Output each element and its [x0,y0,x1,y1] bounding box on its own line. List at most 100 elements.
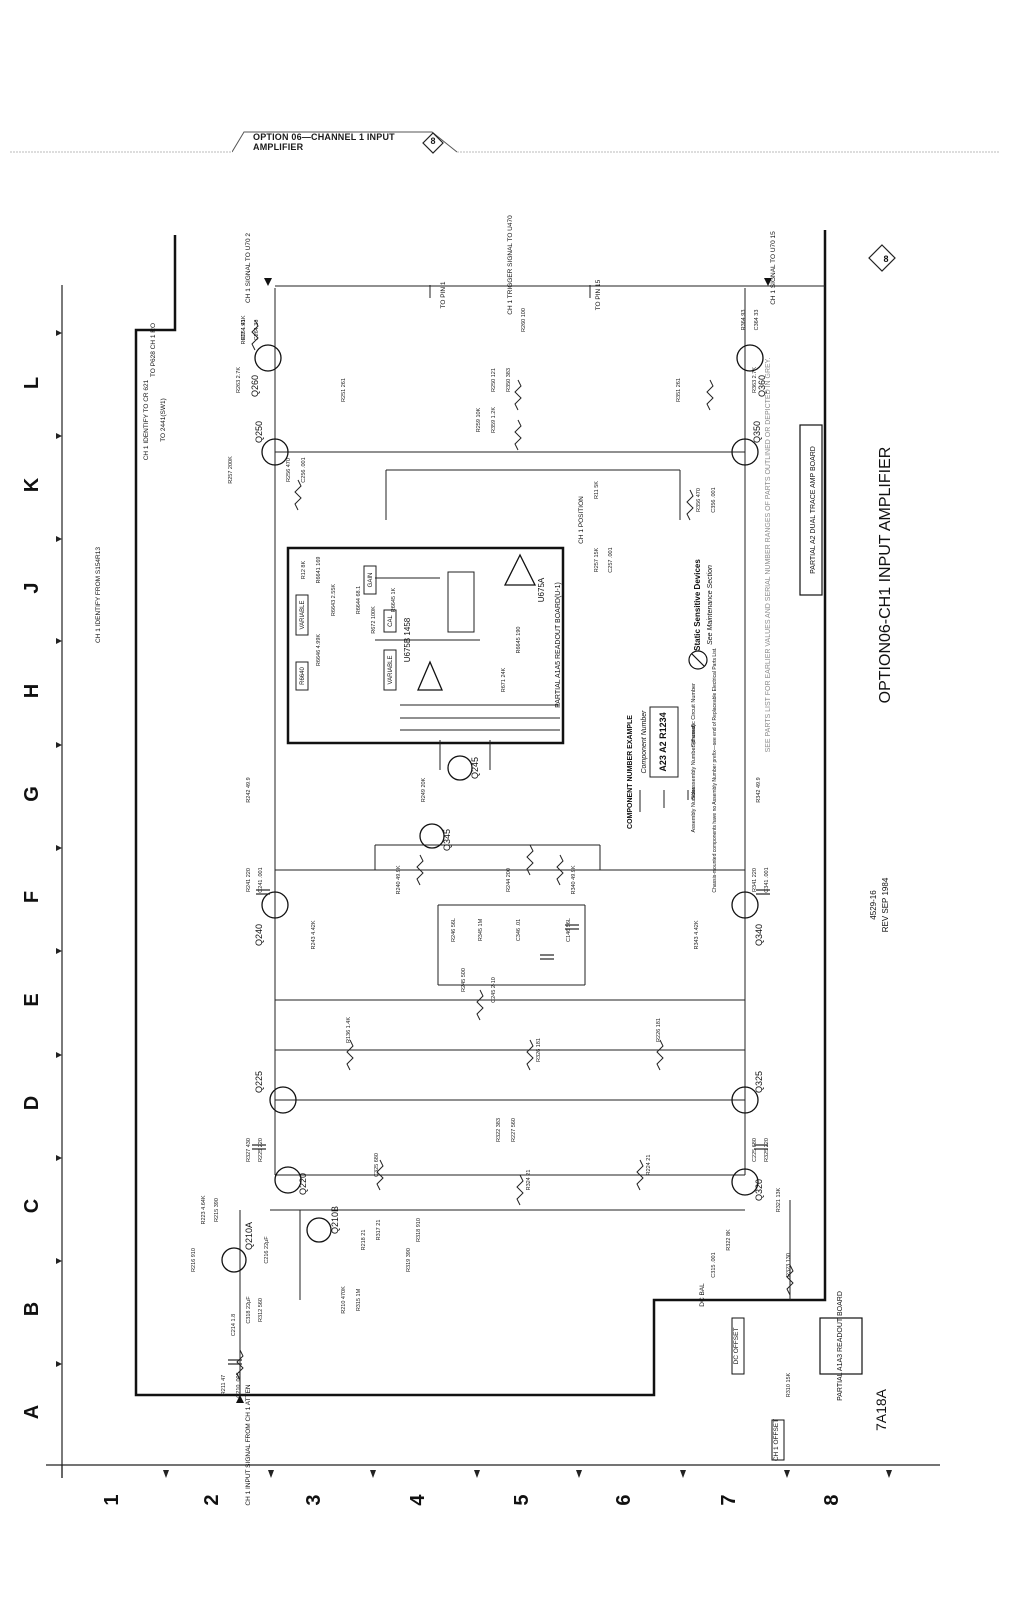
component-label: R224 21 [646,1155,652,1176]
component-label: R226 181 [656,1018,662,1042]
side-diamond-icon [868,244,896,272]
component-label: R671 24K [501,667,507,692]
transistor-q220 [274,1166,302,1194]
component-label: R136 1.4K [346,1017,352,1043]
component-label: R246 56L [451,918,457,942]
component-example-assembly: Assembly Number [691,787,697,832]
grey-note: SEE PARTS LIST FOR EARLIER VALUES AND SE… [765,358,772,753]
transistor-q245 [447,755,473,781]
component-label: R250 121 [491,368,497,392]
label-q225: Q225 [254,1071,264,1093]
transistor-q240 [261,891,289,919]
component-label: R6643 2.55K [331,584,337,616]
row-label-2: 2 [201,1494,223,1505]
transistor-q210a [221,1247,247,1273]
component-label: R215 390 [214,1198,220,1222]
label-u675a: U675A [537,577,546,602]
label-ch1-identify: CH 1 IDENTIFY FROM S154R13 [95,547,102,643]
row-label-4: 4 [407,1494,429,1506]
revision-label: 4529-16 [869,890,878,920]
transistor-q345 [419,823,445,849]
label-q360: Q360 [757,375,767,397]
component-label: R317 21 [376,1220,382,1241]
component-label: C241 .001 [258,867,264,892]
label-q325: Q325 [754,1071,764,1093]
label-to-2441: TO 2441(SW1) [160,398,167,442]
label-q250: Q250 [254,421,264,443]
component-label: R310 15K [786,1372,792,1397]
column-label-d: D [21,1096,43,1110]
component-label: C318 22μF [246,1296,252,1324]
component-example-note: Chassis-mounted components have no Assem… [712,647,718,892]
component-label: R218 21 [361,1230,367,1251]
arrow-ch1-signal-top [264,278,272,286]
component-label: R327 430 [246,1138,252,1162]
column-label-l: L [21,377,43,389]
opamp-u675b [417,660,443,691]
component-label: R211 47 [221,1375,227,1395]
component-label: C264 33 [254,320,260,341]
label-cal: CAL [388,615,394,627]
transistor-q360 [736,344,764,372]
arrow-ch1-input [236,1395,244,1403]
label-ch1-signal-top: CH 1 SIGNAL TO U70 2 [245,233,252,303]
component-label: R356 470 [696,488,702,512]
label-trigger: CH 1 TRIGGER SIGNAL TO U470 [507,215,514,315]
switch-box-r6640 [295,661,309,691]
component-label: R264 93 [241,320,247,341]
component-label: R245 500 [461,968,467,992]
partial-a1a3-label: PARTIAL A1A3 READOUT BOARD [837,1291,844,1401]
component-label: R6641 169 [316,557,322,584]
component-example-subassembly: Subassembly Number (if used) [691,724,697,800]
label-q260: Q260 [250,375,260,397]
component-label: R318 910 [416,1218,422,1242]
component-label: R263 2.7K [236,367,242,393]
component-label: R363 2.7K [752,367,758,393]
label-q210b: Q210B [330,1206,340,1234]
ch1-offset-frame [771,1419,785,1461]
partial-a2-label: PARTIAL A2 DUAL TRACE AMP BOARD [810,446,817,574]
switch-box-gain [363,565,377,595]
column-label-a: A [21,1405,43,1419]
label-to-pin15: TO PIN 15 [595,279,602,310]
component-label: R364 93 [741,310,747,331]
label-gain: GAIN [368,573,374,588]
component-label: R6644 68.1 [356,586,362,614]
column-label-g: G [21,786,43,802]
header-badge-number: 8 [430,136,436,146]
component-label: R251 261 [341,378,347,402]
component-label: C245 2-10 [491,977,497,1003]
transistor-q225 [269,1086,297,1114]
static-notice-title: Static Sensitive Devices [693,559,702,651]
opamp-u675a [503,553,537,586]
component-label: R315 1M [356,1288,362,1311]
transistor-q340 [731,891,759,919]
column-label-k: K [21,477,43,492]
transistor-q260 [254,344,282,372]
component-label: R319 390 [406,1248,412,1272]
component-label: R227 560 [511,1118,517,1142]
component-label: C346 .01 [516,919,522,941]
component-label: R342 49.9 [756,777,762,802]
diamond-icon [422,132,444,154]
switch-box-cal [383,609,397,633]
header-title-line1: OPTION 06—CHANNEL 1 INPUT [253,132,395,142]
component-label: R324 21 [526,1170,532,1191]
component-label: R322 8K [726,1229,732,1251]
component-label: C356 .001 [711,487,717,512]
component-label: R223 4.64K [201,1195,207,1224]
component-label: R340 49.9K [571,865,577,894]
component-label: R240 49.9K [396,865,402,894]
component-label: R225 220 [258,1138,264,1162]
label-q220: Q220 [298,1173,308,1195]
row-label-5: 5 [511,1494,533,1505]
component-label: C225 680 [752,1138,758,1162]
side-title-badge-number: 8 [883,254,888,264]
component-label: R249 20K [421,777,427,802]
row-label-6: 6 [613,1494,635,1505]
partial-a1a3-frame [819,1317,863,1375]
label-variable-2: VARIABLE [388,656,394,685]
transistor-q250 [261,438,289,466]
column-label-j: J [21,582,43,593]
